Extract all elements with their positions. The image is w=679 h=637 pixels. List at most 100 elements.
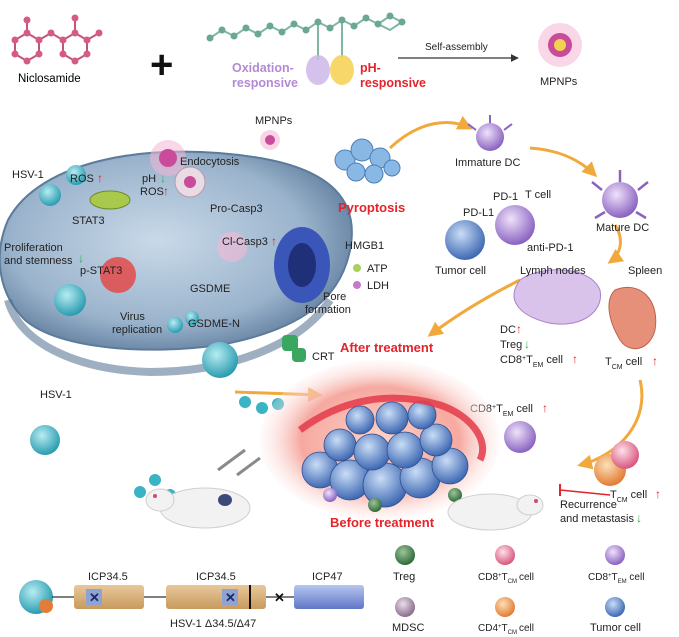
ros2-up-arrow: ↑	[163, 184, 169, 198]
released-mpnp	[217, 232, 247, 262]
legend-mdsc-icon	[395, 597, 415, 617]
ph-motif	[330, 55, 354, 85]
gene-icp345-b	[166, 585, 266, 609]
after-treatment-label: After treatment	[340, 340, 434, 355]
crt-protein-2	[292, 348, 306, 362]
pore-formation-label-1: Pore	[323, 291, 346, 303]
crt-label: CRT	[312, 351, 335, 363]
before-treatment-label: Before treatment	[330, 515, 435, 530]
gsdme-n-label: GSDME-N	[188, 318, 240, 330]
ldh-label: LDH	[367, 280, 389, 292]
mpnps-top-label: MPNPs	[540, 76, 578, 88]
gsdme-pore	[274, 227, 330, 303]
proliferation-label-2: and stemness	[4, 255, 73, 267]
niclosamide-atoms	[11, 14, 103, 65]
pore-formation-label-2: formation	[305, 304, 351, 316]
deletion-box-a	[86, 589, 102, 605]
cl-casp3-label: Cl-Casp3	[222, 236, 268, 248]
recurrence-label-2: and metastasis	[560, 513, 634, 525]
virus-replication-label-2: replication	[112, 324, 162, 336]
hsv1-virus-cluster	[30, 165, 284, 501]
pro-casp3-label: Pro-Casp3	[210, 203, 263, 215]
nucleus-viral-replication	[100, 257, 136, 293]
lymph-node	[513, 269, 601, 325]
gene-icp47	[294, 585, 364, 609]
anti-pd1-label: anti-PD-1	[527, 242, 573, 254]
tumor-mass	[301, 400, 469, 508]
cd8tem-cell-mid	[504, 421, 536, 453]
icp47-label: ICP47	[312, 571, 343, 583]
t-cell-label: T cell	[525, 189, 551, 201]
polymer-chain	[209, 14, 404, 60]
ros-label: ROS	[70, 173, 94, 185]
legend-tumor-label: Tumor cell	[590, 622, 641, 634]
ldh-dot	[353, 281, 361, 289]
legend-cd8tcm-icon	[495, 545, 515, 565]
tumor-cell-label: Tumor cell	[435, 265, 486, 277]
dc-label: DC	[500, 324, 516, 336]
virus-tag	[39, 599, 53, 613]
hmgb1-label: HMGB1	[345, 240, 384, 252]
immature-dc-label: Immature DC	[455, 157, 520, 169]
cd8tem-label-1: CD8+TEM cell	[500, 354, 563, 369]
legend-mdsc-label: MDSC	[392, 622, 424, 634]
deletion-x-a: ✕	[89, 590, 100, 605]
deletion-x-icp47: ✕	[274, 590, 285, 605]
legend-treg-label: Treg	[393, 571, 415, 583]
mpnp-particle-top	[538, 23, 582, 67]
stat3-label: STAT3	[72, 215, 105, 227]
icp345-a-label: ICP34.5	[88, 571, 128, 583]
spleen-label: Spleen	[628, 265, 662, 277]
ros-up-arrow: ↑	[97, 171, 103, 185]
crt-protein	[282, 335, 298, 351]
mouse-left	[145, 448, 261, 529]
pd-tumor-cell	[445, 220, 485, 260]
tcm-cell-2	[611, 441, 639, 469]
proliferation-down-arrow: ↓	[78, 251, 84, 265]
inhibition-line	[559, 489, 611, 496]
arrow-to-tumor	[427, 278, 521, 337]
endosome-mpnp	[184, 176, 196, 188]
arrow-memory	[577, 379, 644, 470]
recurrence-down-arrow: ↓	[636, 511, 642, 525]
tumor-infiltrate-1	[323, 488, 337, 502]
cd8tem-up-arrow-1: ↑	[572, 352, 578, 366]
spleen	[608, 286, 657, 350]
tumor-infiltrate-3	[448, 488, 462, 502]
treg-label: Treg	[500, 339, 522, 351]
ph-cell-label: pH	[142, 173, 156, 185]
virus-name-label: HSV-1 Δ34.5/Δ47	[170, 618, 256, 630]
recurrence-label-1: Recurrence	[560, 499, 617, 511]
cd8tem-up-arrow-2: ↑	[542, 401, 548, 415]
legend-treg-icon	[395, 545, 415, 565]
mpnp-particle-small	[260, 130, 280, 150]
ph-down-arrow: ↓	[160, 171, 166, 185]
gene-icp345-a	[74, 585, 144, 609]
tcm-up-arrow-2: ↑	[655, 487, 661, 501]
tcm-label-1: TCM cell	[605, 356, 642, 371]
oxidation-motif	[306, 55, 330, 85]
hsv1-label: HSV-1	[12, 169, 44, 181]
endocytosis-label: Endocytosis	[180, 156, 240, 168]
legend-cd8tem-label: CD8+TEM cell	[588, 572, 644, 585]
legend-cd8tem-icon	[605, 545, 625, 565]
pyroptosis-label: Pyroptosis	[338, 200, 405, 215]
arrow-to-lymph	[607, 224, 625, 264]
pd1-label: PD-1	[493, 191, 518, 203]
arrow-to-immature-dc	[388, 115, 473, 150]
gsdme-label: GSDME	[190, 283, 230, 295]
cl-casp3-up-arrow: ↑	[271, 234, 277, 248]
icp345-b-label: ICP34.5	[196, 571, 236, 583]
mature-dc	[591, 170, 649, 220]
tumor-infiltrate-2	[368, 498, 382, 512]
legend-cd4tcm-icon	[495, 597, 515, 617]
ph-label-1: pH-	[360, 61, 381, 75]
polymer-atoms	[206, 12, 406, 42]
t-cell	[495, 205, 535, 245]
oxidation-label-1: Oxidation-	[232, 61, 294, 75]
plus-sign: +	[150, 43, 173, 87]
blood-vessel	[297, 394, 487, 462]
